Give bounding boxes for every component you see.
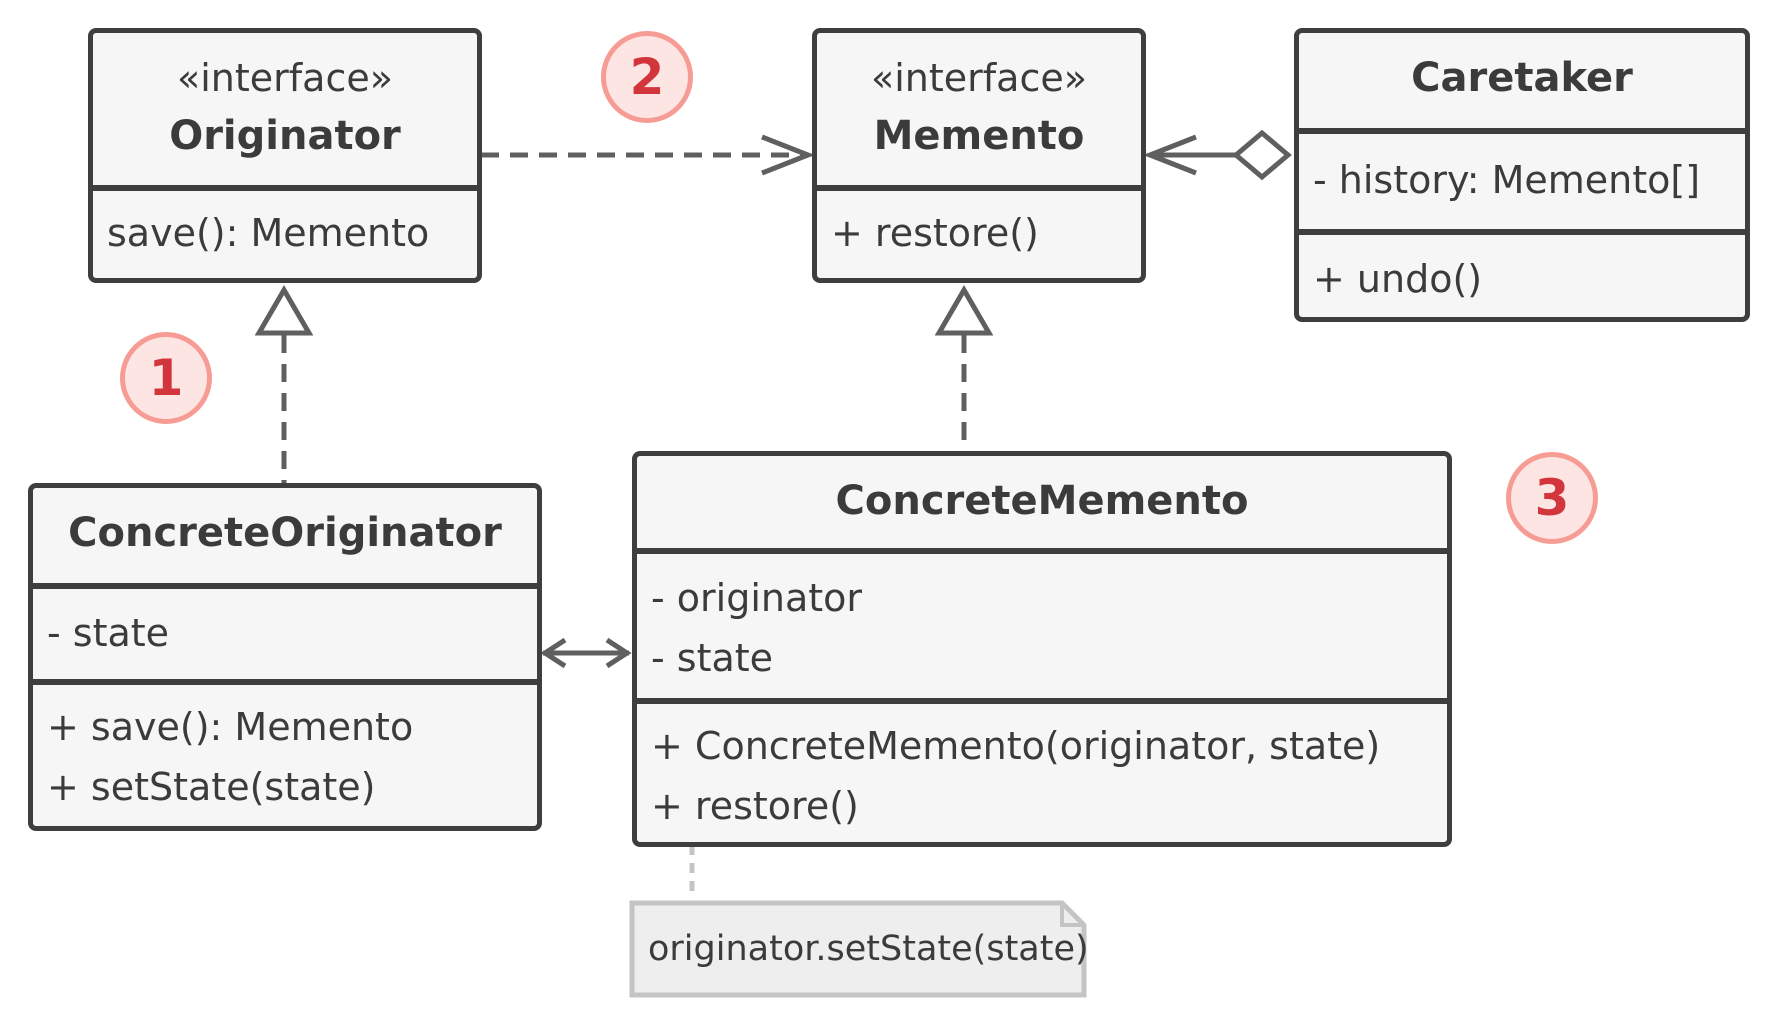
originator-method: save(): Memento	[107, 211, 430, 255]
concrete-originator-fields: - state	[33, 583, 537, 679]
memento-name: Memento	[873, 113, 1085, 159]
concrete-memento-header: ConcreteMemento	[637, 456, 1447, 548]
note-fold	[1060, 903, 1084, 927]
caretaker-method: + undo()	[1313, 257, 1483, 301]
memento-methods: + restore()	[817, 185, 1141, 263]
realization-triangle-memento	[934, 285, 994, 336]
concrete-memento-class: ConcreteMemento - originator - state + C…	[632, 451, 1452, 847]
concrete-memento-methods: + ConcreteMemento(originator, state) + r…	[637, 698, 1447, 836]
caretaker-header: Caretaker	[1299, 33, 1745, 128]
association-arrowhead-left	[540, 637, 567, 669]
concrete-memento-field-originator: - originator	[651, 576, 863, 620]
concrete-originator-method-save: + save(): Memento	[47, 705, 414, 749]
caretaker-methods: + undo()	[1299, 229, 1745, 309]
concrete-memento-method-restore: + restore()	[651, 784, 859, 828]
originator-class: «interface» Originator save(): Memento	[88, 28, 482, 283]
originator-header: «interface» Originator	[93, 33, 477, 185]
step-badge-2: 2	[601, 31, 693, 123]
association-arrowhead-right	[605, 637, 632, 669]
aggregation-diamond	[1232, 129, 1292, 181]
dependency-arrowhead	[761, 134, 815, 176]
note-shape	[629, 900, 1087, 998]
memento-stereotype: «interface»	[871, 56, 1087, 100]
originator-name: Originator	[169, 113, 401, 159]
concrete-originator-field: - state	[47, 611, 170, 655]
step-badge-3: 3	[1506, 452, 1598, 544]
concrete-originator-header: ConcreteOriginator	[33, 488, 537, 583]
note: originator.setState(state)	[630, 901, 1089, 997]
originator-methods: save(): Memento	[93, 185, 477, 263]
concrete-originator-method-setstate: + setState(state)	[47, 765, 376, 809]
memento-class: «interface» Memento + restore()	[812, 28, 1146, 283]
concrete-memento-method-constructor: + ConcreteMemento(originator, state)	[651, 724, 1381, 768]
concrete-originator-methods: + save(): Memento + setState(state)	[33, 679, 537, 817]
caretaker-field: - history: Memento[]	[1313, 158, 1701, 202]
memento-header: «interface» Memento	[817, 33, 1141, 185]
note-text: originator.setState(state)	[648, 929, 1089, 969]
concrete-originator-name: ConcreteOriginator	[68, 510, 502, 556]
memento-method: + restore()	[831, 211, 1039, 255]
concrete-originator-class: ConcreteOriginator - state + save(): Mem…	[28, 483, 542, 831]
concrete-memento-field-state: - state	[651, 636, 774, 680]
caretaker-class: Caretaker - history: Memento[] + undo()	[1294, 28, 1750, 322]
originator-stereotype: «interface»	[177, 56, 393, 100]
aggregation-arrowhead	[1143, 134, 1197, 176]
caretaker-name: Caretaker	[1411, 55, 1633, 101]
concrete-memento-name: ConcreteMemento	[835, 478, 1249, 524]
step-badge-1: 1	[120, 332, 212, 424]
concrete-memento-fields: - originator - state	[637, 548, 1447, 698]
caretaker-fields: - history: Memento[]	[1299, 128, 1745, 229]
realization-triangle-originator	[254, 285, 314, 336]
